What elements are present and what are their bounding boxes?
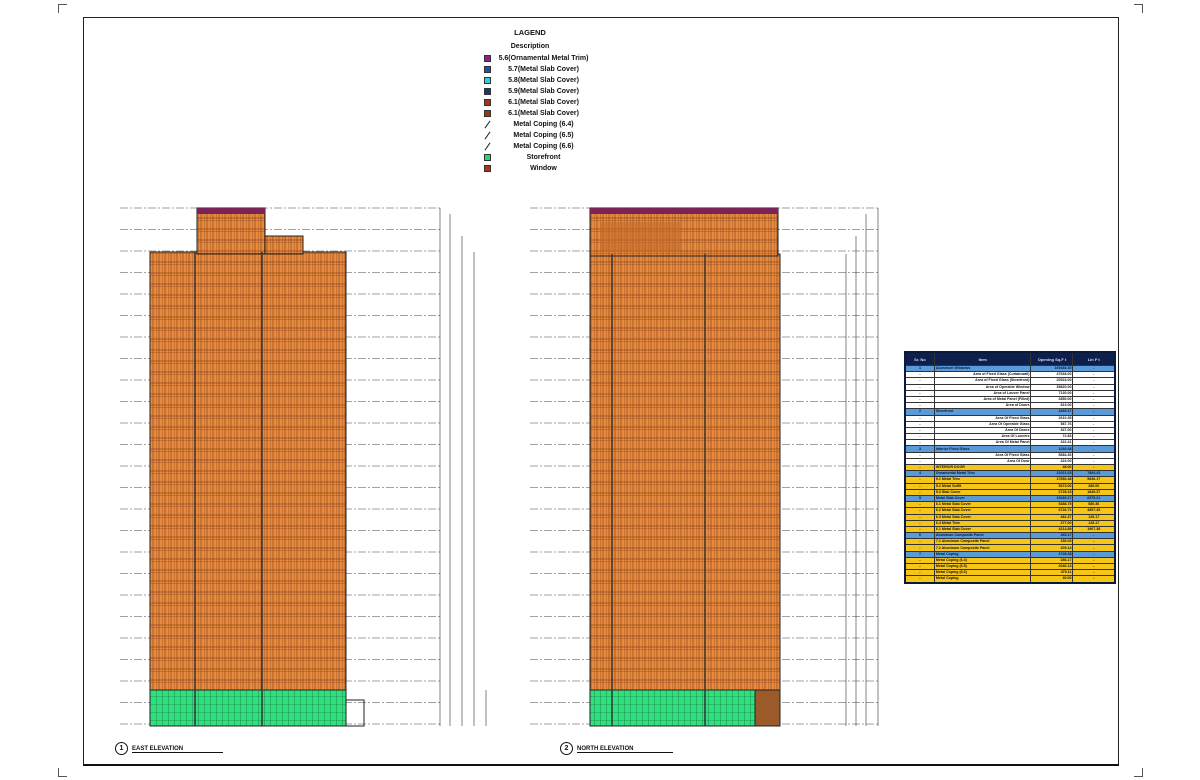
cell-item: Metal Coping — [933, 575, 1032, 584]
north-elevation — [589, 207, 781, 727]
legend-item: 5.9(Metal Slab Cover) — [470, 86, 590, 97]
color-swatch — [484, 77, 491, 84]
legend-item: Storefront — [470, 152, 590, 163]
color-swatch — [484, 88, 491, 95]
legend-title: LAGEND — [514, 28, 546, 37]
legend-item: 5.7(Metal Slab Cover) — [470, 64, 590, 75]
table-row: -Area of Fixed Glass (Storefront)20523.0… — [904, 377, 1116, 385]
legend-item: 6.1(Metal Slab Cover) — [470, 97, 590, 108]
legend-label: 5.8(Metal Slab Cover) — [508, 77, 579, 84]
north-storefront-base — [589, 689, 781, 727]
color-swatch — [484, 66, 491, 73]
crop-mark — [58, 768, 67, 777]
north-tower-facade — [589, 253, 781, 693]
north-parapet — [590, 208, 778, 214]
legend-label: Window — [530, 165, 557, 172]
legend-label: 5.6(Ornamental Metal Trim) — [498, 55, 589, 62]
crop-mark — [1134, 768, 1143, 777]
legend-subtitle: Description — [510, 43, 550, 50]
legend-item: Metal Coping (6.5) — [470, 130, 590, 141]
north-elevation-title: 2 NORTH ELEVATION — [560, 742, 674, 755]
east-parapet — [197, 208, 265, 214]
dimension-lines — [439, 208, 879, 726]
legend-item: Window — [470, 163, 590, 174]
elevation-name: EAST ELEVATION — [132, 745, 224, 753]
col-header-sqft: Opening Sq.F t — [1030, 351, 1074, 366]
east-elevation — [149, 207, 365, 727]
elevation-name: NORTH ELEVATION — [577, 745, 674, 753]
east-entry — [345, 699, 365, 727]
legend-label: Storefront — [526, 154, 561, 161]
legend-label: 6.1(Metal Slab Cover) — [508, 99, 579, 106]
color-swatch — [484, 99, 491, 106]
table-row: -Area of Fixed Glass (Curtainwall)47668.… — [904, 371, 1116, 379]
legend-label: 6.1(Metal Slab Cover) — [508, 110, 579, 117]
crop-mark — [58, 4, 67, 13]
cell-sqft: 40.00 — [1030, 575, 1074, 584]
table-row: -Metal Coping (6.6)475.11- — [904, 569, 1116, 577]
color-swatch — [484, 154, 491, 161]
north-column-lines — [611, 254, 706, 726]
east-mechanical — [264, 235, 304, 255]
color-swatch — [484, 165, 491, 172]
legend-item: 5.6(Ornamental Metal Trim) — [470, 53, 590, 64]
east-tower-facade — [149, 251, 347, 693]
east-elevation-title: 1 EAST ELEVATION — [115, 742, 224, 755]
col-header-no: Sr. No — [904, 351, 935, 366]
legend-label: Metal Coping (6.5) — [513, 132, 574, 139]
legend-label: 5.9(Metal Slab Cover) — [508, 88, 579, 95]
cell-lft: - — [1072, 575, 1116, 584]
legend-label: Metal Coping (6.6) — [513, 143, 574, 150]
cell-no: - — [904, 569, 935, 577]
col-header-item: Item — [933, 351, 1032, 366]
legend-item: Metal Coping (6.6) — [470, 141, 590, 152]
elevation-number: 2 — [560, 742, 573, 755]
cell-lft: - — [1072, 569, 1116, 577]
crop-mark — [1134, 4, 1143, 13]
east-upper-tower — [196, 207, 266, 255]
north-service-bay — [754, 689, 781, 727]
sheet-border — [83, 17, 1119, 766]
cell-no: - — [904, 575, 935, 584]
col-header-lft: Lin F t — [1072, 351, 1116, 366]
color-swatch — [484, 55, 491, 62]
legend-item: 5.8(Metal Slab Cover) — [470, 75, 590, 86]
legend: LAGEND Description 5.6(Ornamental Metal … — [470, 28, 590, 174]
legend-item: Metal Coping (6.4) — [470, 119, 590, 130]
legend-label: 5.7(Metal Slab Cover) — [508, 66, 579, 73]
legend-label: Metal Coping (6.4) — [513, 121, 574, 128]
north-mechanical-screen — [600, 222, 680, 252]
color-swatch — [484, 110, 491, 117]
east-storefront-base — [149, 689, 347, 727]
east-column-lines — [194, 252, 263, 726]
elevation-number: 1 — [115, 742, 128, 755]
legend-item: 6.1(Metal Slab Cover) — [470, 108, 590, 119]
